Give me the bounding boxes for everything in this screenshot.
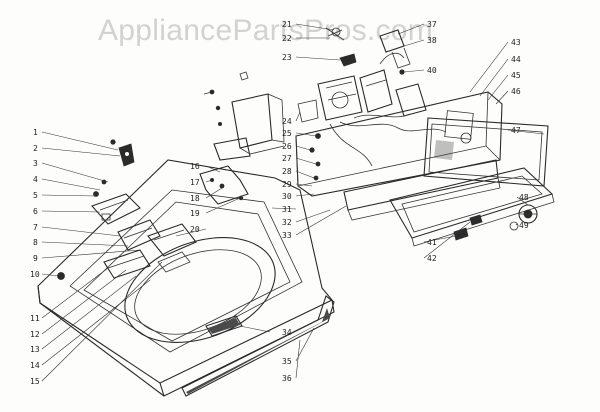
part-label-2: 2: [33, 144, 38, 153]
part-label-42: 42: [427, 254, 437, 263]
part-label-6: 6: [33, 207, 38, 216]
part-label-3: 3: [33, 159, 38, 168]
part-label-25: 25: [282, 129, 292, 138]
part-label-43: 43: [511, 38, 521, 47]
part-label-41: 41: [427, 238, 437, 247]
part-label-30: 30: [282, 192, 292, 201]
part-label-26: 26: [282, 142, 292, 151]
part-label-27: 27: [282, 154, 292, 163]
timer-switch-cluster: [297, 69, 427, 181]
part-label-17: 17: [190, 178, 200, 187]
control-panel-face: [423, 110, 549, 187]
part-label-37: 37: [427, 20, 437, 29]
part-label-28: 28: [282, 167, 292, 176]
part-label-14: 14: [30, 361, 40, 370]
part-label-45: 45: [511, 71, 521, 80]
part-label-7: 7: [33, 223, 38, 232]
part-label-44: 44: [511, 55, 521, 64]
part-label-46: 46: [511, 87, 521, 96]
part-label-9: 9: [33, 254, 38, 263]
part-label-32: 32: [282, 218, 292, 227]
control-knobs: [509, 204, 538, 231]
rear-bracket-block: [203, 89, 285, 161]
part-label-33: 33: [282, 231, 292, 240]
lid-hinge-assembly: [57, 179, 161, 280]
part-label-4: 4: [33, 175, 38, 184]
part-label-18: 18: [190, 194, 200, 203]
part-label-29: 29: [282, 180, 292, 189]
part-label-48: 48: [519, 193, 529, 202]
part-label-11: 11: [30, 314, 40, 323]
part-label-31: 31: [282, 205, 292, 214]
part-number-labels: 1234567891011121314151617181920212223242…: [30, 20, 529, 386]
part-label-21: 21: [282, 20, 292, 29]
part-label-19: 19: [190, 209, 200, 218]
lid-bumper-pad: [205, 315, 243, 337]
part-label-47: 47: [511, 126, 521, 135]
part-label-49: 49: [519, 221, 529, 230]
hinge-bracket: [110, 139, 135, 167]
part-label-34: 34: [282, 328, 292, 337]
retaining-clips: [453, 214, 483, 241]
part-label-20: 20: [190, 225, 200, 234]
part-label-23: 23: [282, 53, 292, 62]
part-label-36: 36: [282, 374, 292, 383]
wire-harness: [329, 52, 447, 167]
part-label-8: 8: [33, 238, 38, 247]
front-trim-strip: [181, 295, 335, 397]
leader-lines: [41, 23, 545, 382]
control-console: [295, 91, 503, 221]
part-label-35: 35: [282, 357, 292, 366]
part-label-40: 40: [427, 66, 437, 75]
part-label-22: 22: [282, 34, 292, 43]
part-label-16: 16: [190, 162, 200, 171]
part-label-13: 13: [30, 345, 40, 354]
part-label-38: 38: [427, 36, 437, 45]
console-fascia-frame: [389, 167, 555, 247]
part-label-12: 12: [30, 330, 40, 339]
lid-switch-bracket: [147, 223, 197, 273]
part-label-15: 15: [30, 377, 40, 386]
part-label-1: 1: [33, 128, 38, 137]
part-label-24: 24: [282, 117, 292, 126]
part-label-5: 5: [33, 191, 38, 200]
part-label-10: 10: [30, 270, 40, 279]
